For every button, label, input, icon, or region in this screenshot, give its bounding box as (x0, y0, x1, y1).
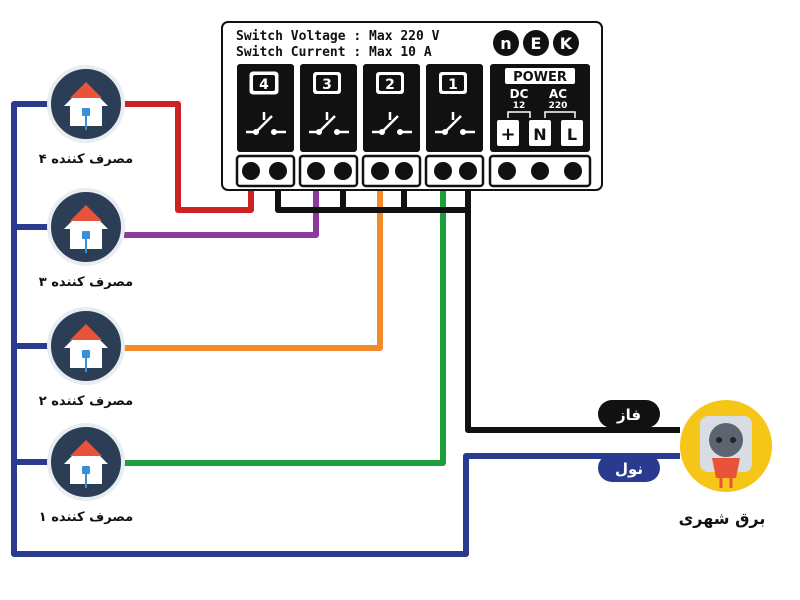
green-wire (124, 172, 446, 466)
relay-channel-4: 4 (237, 64, 294, 152)
consumer-1 (47, 423, 125, 501)
svg-text:K: K (560, 34, 573, 53)
relay-channel-2: 2 (363, 64, 420, 152)
terminal-plus: + (500, 124, 515, 145)
orange-wire (124, 172, 383, 351)
source-label: برق شهری (679, 509, 766, 528)
brand-logo: n E K (493, 30, 579, 56)
relay-terminals (235, 154, 592, 188)
spec-voltage: Switch Voltage : Max 220 V (236, 29, 440, 44)
purple-wire (124, 172, 319, 238)
relay-channel-1: 1 (426, 64, 483, 152)
relay-number-3: 3 (322, 77, 332, 93)
spec-current: Switch Current : Max 10 A (236, 45, 432, 60)
phase-label: فاز (616, 406, 641, 424)
relay-number-2: 2 (385, 77, 395, 93)
phase-tag: فاز (598, 400, 660, 428)
ac-label: AC (549, 87, 567, 101)
neutral-bus-wire (11, 101, 680, 557)
consumer-4 (47, 65, 125, 143)
wall-socket-icon (680, 400, 772, 492)
red-wire (124, 101, 254, 213)
terminal-l: L (567, 125, 577, 144)
consumer-2 (47, 307, 125, 385)
power-block: POWER DC 12 AC 220 + N L (490, 64, 590, 152)
phase-bus-wire (275, 172, 680, 433)
dc-value: 12 (513, 101, 526, 111)
consumer-label-3: مصرف کننده ۳ (39, 275, 133, 290)
dc-label: DC (510, 87, 529, 101)
consumer-3 (47, 188, 125, 266)
relay-number-4: 4 (259, 77, 269, 93)
consumer-label-4: مصرف کننده ۴ (39, 152, 133, 167)
power-title: POWER (513, 70, 567, 85)
consumer-label-1: مصرف کننده ۱ (39, 510, 133, 525)
relay-module: Switch Voltage : Max 220 V Switch Curren… (221, 21, 603, 191)
neutral-label: نول (615, 460, 643, 478)
ac-value: 220 (549, 101, 568, 111)
svg-text:E: E (531, 34, 542, 53)
relay-number-1: 1 (448, 77, 458, 93)
consumer-label-2: مصرف کننده ۲ (39, 394, 133, 409)
neutral-tag: نول (598, 454, 660, 482)
relay-channel-3: 3 (300, 64, 357, 152)
terminal-n: N (533, 125, 546, 144)
svg-text:n: n (500, 34, 511, 53)
